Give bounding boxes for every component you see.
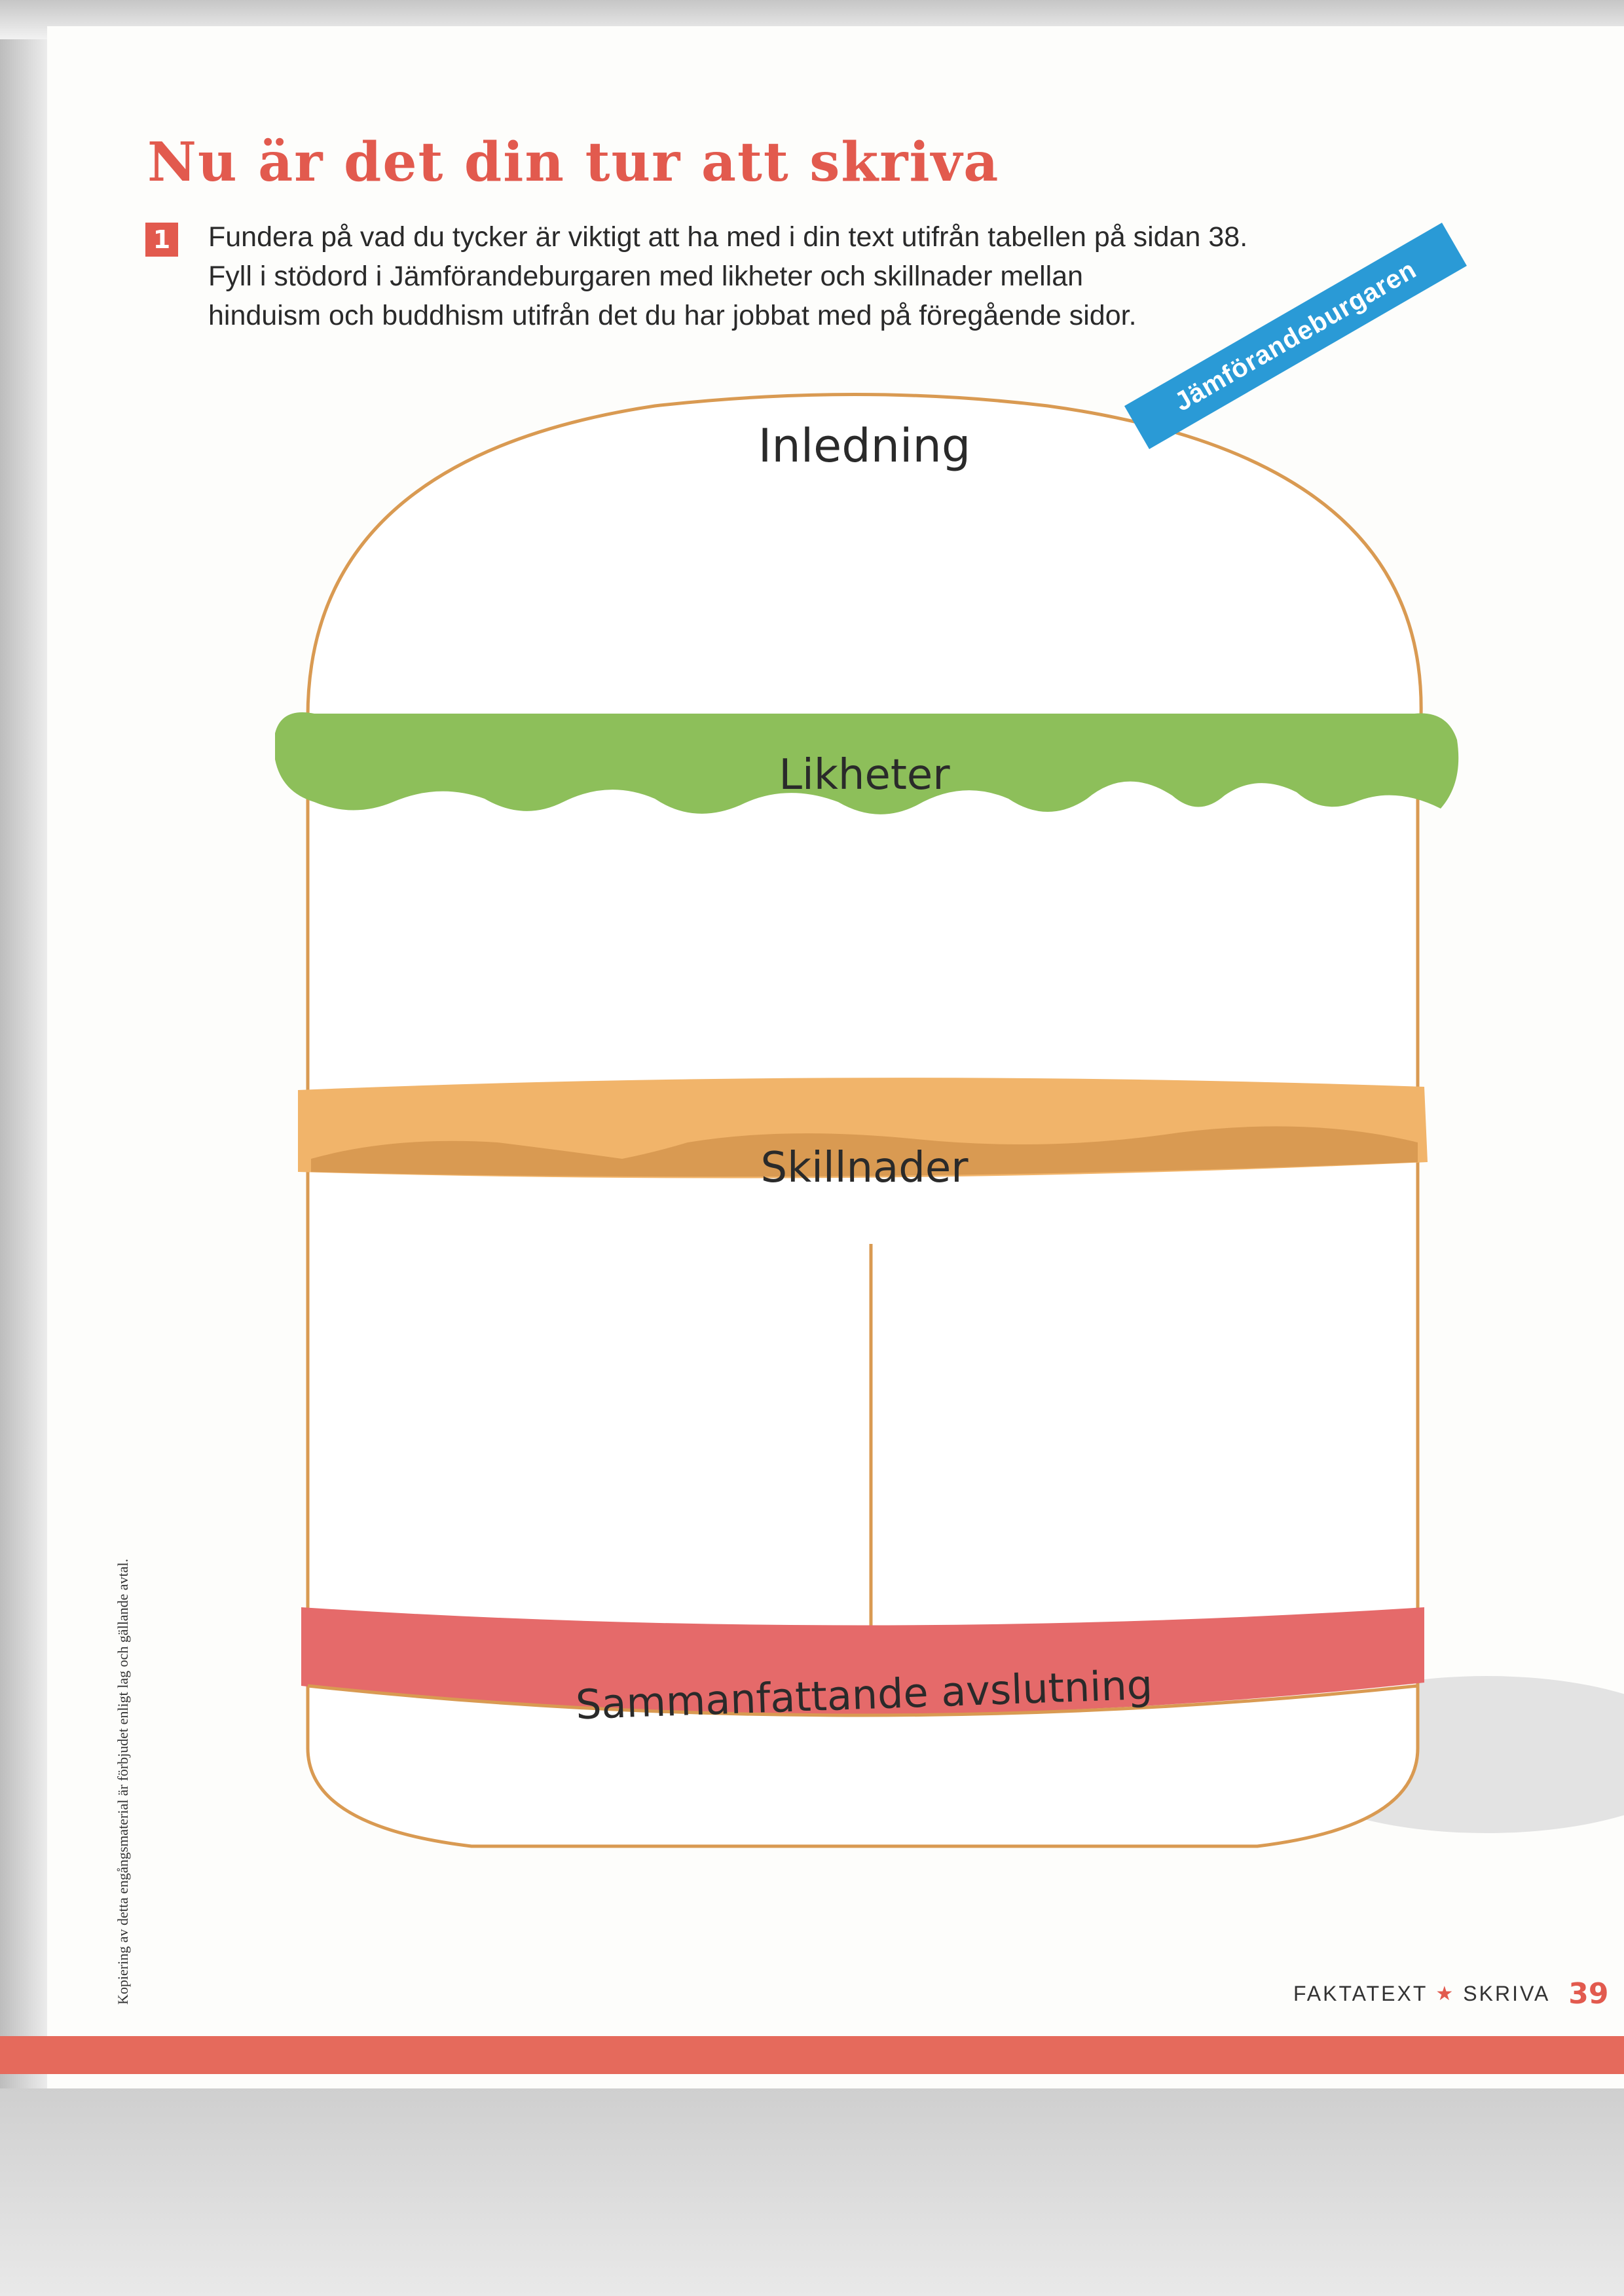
burger-body[interactable] — [306, 718, 1420, 1848]
top-bun[interactable] — [306, 393, 1423, 719]
scan-bottom-area — [0, 2088, 1624, 2296]
page-title: Nu är det din tur att skriva — [147, 131, 1000, 194]
page-left-edge — [0, 39, 47, 2088]
tomato-layer[interactable] — [301, 1607, 1424, 1715]
footer-subsection: SKRIVA — [1463, 1982, 1551, 2005]
star-icon: ★ — [1435, 1983, 1456, 2005]
copyright-note: Kopiering av detta engångsmaterial är fö… — [115, 1558, 131, 2005]
cheese-melt — [311, 1126, 1418, 1177]
tomato-bun-edge — [307, 1684, 1418, 1717]
task-instruction: Fundera på vad du tycker är viktigt att … — [208, 217, 1452, 335]
footer-section: FAKTATEXT — [1293, 1982, 1428, 2005]
page-number: 39 — [1568, 1977, 1609, 2011]
page-footer: FAKTATEXT ★ SKRIVA 39 — [1293, 1977, 1609, 2011]
label-likheter: Likheter — [779, 751, 950, 799]
instruction-line: Fyll i stödord i Jämförandeburgaren med … — [208, 261, 1084, 292]
label-inledning: Inledning — [758, 419, 971, 473]
instruction-line: Fundera på vad du tycker är viktigt att … — [208, 221, 1248, 253]
page-bottom-band — [0, 2036, 1624, 2074]
instruction-line: hinduism och buddhism utifrån det du har… — [208, 300, 1137, 331]
task-number-badge: 1 — [145, 223, 178, 257]
label-skillnader: Skillnader — [760, 1144, 969, 1192]
lettuce-layer[interactable] — [275, 712, 1459, 814]
